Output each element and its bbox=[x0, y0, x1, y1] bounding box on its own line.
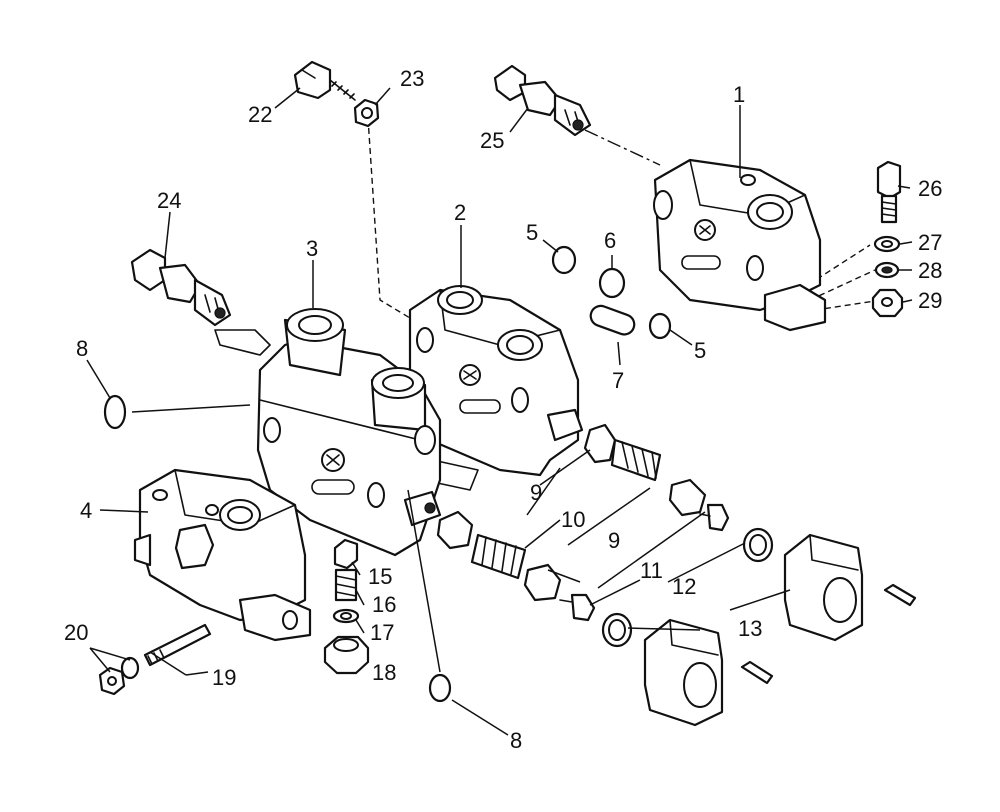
part-1-end-cover bbox=[653, 158, 827, 332]
part-25-relief-valve bbox=[493, 64, 592, 137]
callout-part-26: 26 bbox=[918, 176, 942, 201]
callout-part-1: 1 bbox=[733, 82, 745, 107]
parts-19-20-tie-rod bbox=[98, 623, 212, 696]
caps-and-seals bbox=[601, 527, 917, 727]
callout-part-15: 15 bbox=[368, 564, 392, 589]
part-23-nut bbox=[353, 98, 380, 128]
part-4-end-cover bbox=[133, 468, 312, 642]
callout-part-9-lower: 9 bbox=[608, 528, 620, 553]
callout-part-28: 28 bbox=[918, 258, 942, 283]
callout-part-5-right: 5 bbox=[694, 338, 706, 363]
callout-part-17: 17 bbox=[370, 620, 394, 645]
callout-part-23: 23 bbox=[400, 66, 424, 91]
callout-part-12: 12 bbox=[672, 574, 696, 599]
part-22-adjusting-screw bbox=[293, 60, 356, 101]
parts-26-29-fasteners bbox=[871, 160, 904, 318]
part-3-main-valve-section bbox=[256, 308, 442, 557]
callout-part-16: 16 bbox=[372, 592, 396, 617]
o-rings bbox=[103, 245, 672, 703]
callout-part-11: 11 bbox=[640, 558, 663, 583]
parts-15-18-check-valve bbox=[323, 538, 370, 675]
callout-part-29: 29 bbox=[918, 288, 942, 313]
callout-part-10: 10 bbox=[561, 507, 585, 532]
callout-part-24: 24 bbox=[157, 188, 181, 213]
callout-part-13: 13 bbox=[738, 616, 762, 641]
callout-part-19: 19 bbox=[212, 665, 236, 690]
callout-labels: 1 2 3 4 5 5 6 7 8 8 9 9 10 11 12 13 15 1… bbox=[64, 66, 942, 753]
callout-part-6: 6 bbox=[604, 228, 616, 253]
callout-part-5-top: 5 bbox=[526, 220, 538, 245]
leader-lines bbox=[86, 87, 913, 736]
callout-part-3: 3 bbox=[306, 236, 318, 261]
callout-part-18: 18 bbox=[372, 660, 396, 685]
callout-part-20: 20 bbox=[64, 620, 88, 645]
spool-components bbox=[436, 423, 730, 622]
callout-part-9-upper: 9 bbox=[530, 480, 542, 505]
callout-part-2: 2 bbox=[454, 200, 466, 225]
callout-part-8-bottom: 8 bbox=[510, 728, 522, 753]
part-24-relief-valve bbox=[130, 248, 232, 327]
callout-part-22: 22 bbox=[248, 102, 272, 127]
callout-part-27: 27 bbox=[918, 230, 942, 255]
callout-part-4: 4 bbox=[80, 498, 92, 523]
callout-part-25: 25 bbox=[480, 128, 504, 153]
callout-part-8-left: 8 bbox=[76, 336, 88, 361]
part-2-valve-section bbox=[408, 285, 584, 477]
callout-part-7: 7 bbox=[612, 368, 624, 393]
